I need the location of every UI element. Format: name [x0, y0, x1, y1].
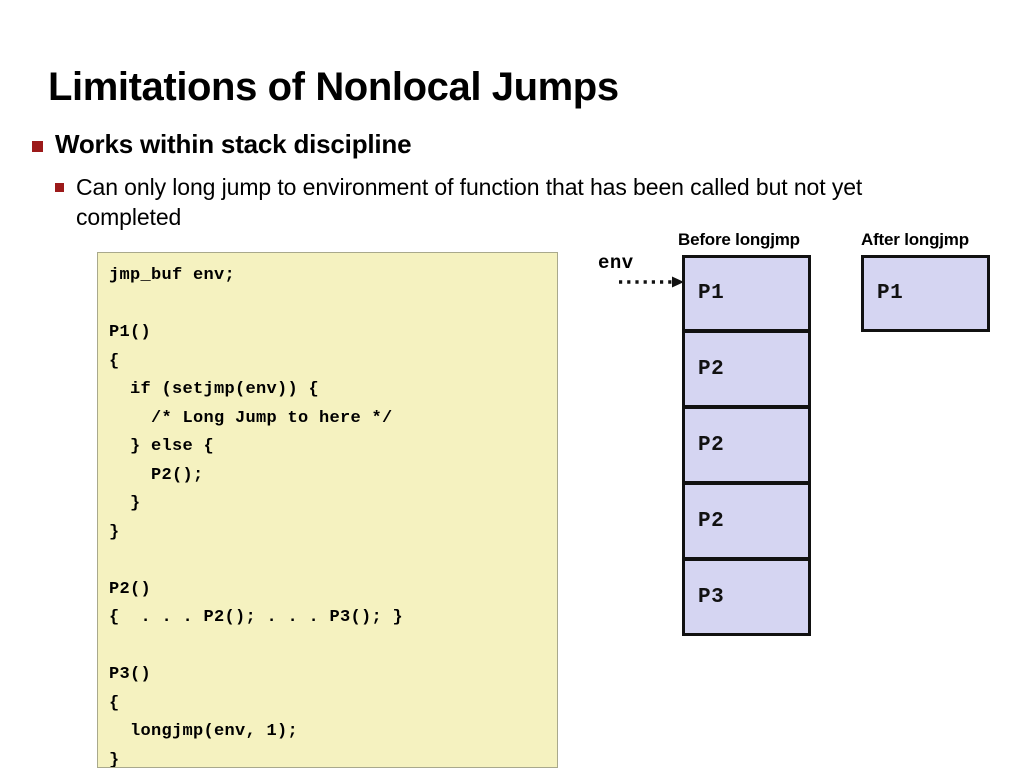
stack-diagram-before: P1 P2 P2 P2 P3: [682, 255, 811, 636]
page-title: Limitations of Nonlocal Jumps: [48, 65, 619, 109]
code-block: jmp_buf env; P1() { if (setjmp(env)) { /…: [97, 252, 558, 768]
square-bullet-icon: [55, 183, 64, 192]
stack-frame: P1: [682, 255, 811, 332]
stack-frame: P1: [861, 255, 990, 332]
code-listing: jmp_buf env; P1() { if (setjmp(env)) { /…: [109, 266, 404, 768]
stack-frame: P2: [682, 407, 811, 484]
dotted-arrow-icon: [619, 276, 684, 288]
bullet-item-level2: Can only long jump to environment of fun…: [55, 172, 895, 233]
bullet-level2-label: Can only long jump to environment of fun…: [76, 174, 863, 231]
stack-diagram-after: P1: [861, 255, 990, 332]
bullet-item-level1: Works within stack discipline: [32, 129, 932, 160]
env-pointer-label: env: [598, 252, 634, 274]
stack-frame: P3: [682, 559, 811, 636]
stack-caption-before: Before longjmp: [678, 230, 800, 249]
bullet-level1-label: Works within stack discipline: [55, 129, 412, 159]
square-bullet-icon: [32, 141, 43, 152]
stack-caption-after: After longjmp: [861, 230, 969, 249]
stack-frame: P2: [682, 331, 811, 408]
stack-frame: P2: [682, 483, 811, 560]
